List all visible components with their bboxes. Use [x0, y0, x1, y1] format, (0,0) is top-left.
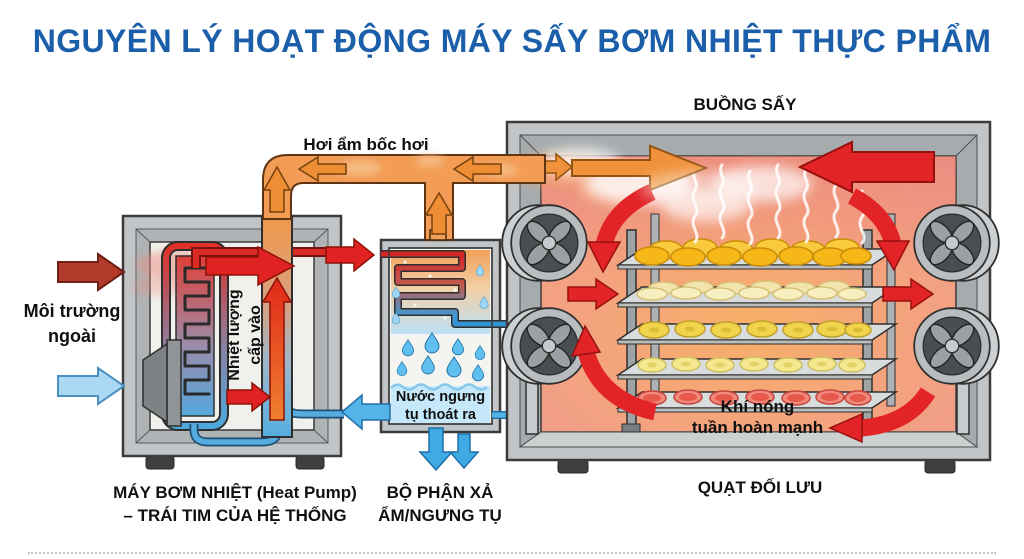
- condensate-down-arrow-2: [448, 433, 480, 470]
- curved-arrow-upper-left: [595, 184, 656, 248]
- tray-2: [615, 280, 899, 308]
- pipe-up-arrow-left: [262, 165, 292, 213]
- condensate-caption: BỘ PHẬN XẢ ẨM/NGƯNG TỤ: [378, 483, 502, 525]
- mid-right-arrow: [882, 277, 935, 311]
- chamber-arrows: [533, 140, 936, 444]
- hot-air-circulation-label: Khí nóng tuần hoàn mạnh: [691, 397, 824, 437]
- condensate-unit: [379, 238, 516, 434]
- mid-left-arrow: [567, 277, 620, 311]
- ambient-cool-arrow: [57, 366, 126, 406]
- drying-chamber-label: BUỒNG SẤY: [693, 95, 797, 114]
- curved-arrow-upper-right: [847, 188, 902, 247]
- condensate-down-arrow-1: [418, 427, 454, 472]
- heat-pump-caption: MÁY BƠM NHIỆT (Heat Pump) – TRÁI TIM CỦA…: [113, 483, 357, 525]
- condensate-water-label: Nước ngưng tụ thoát ra: [395, 389, 486, 423]
- curved-arrow-lower-left: [577, 349, 658, 421]
- pipe-left-arrow-2: [452, 155, 502, 183]
- pipe-body: [262, 154, 546, 241]
- condensate-water: [390, 383, 490, 423]
- compressor: [142, 339, 182, 427]
- condensate-left-arrow: [340, 393, 391, 431]
- curved-arrow-lower-right: [861, 387, 936, 437]
- heat-pump-foot: [295, 455, 325, 470]
- hp-to-condenser-arrow: [325, 237, 376, 273]
- convection-fan-right-bottom: [913, 307, 1000, 385]
- tray-3: [615, 320, 899, 345]
- heat-input-label: Nhiệt lượng cấp vào: [226, 289, 264, 381]
- tray-food-mango: [634, 238, 872, 267]
- tray-4: [615, 356, 899, 380]
- convection-fan-left-top: [501, 204, 588, 282]
- bottom-artifact-line: [28, 552, 996, 554]
- top-return-arrow: [797, 140, 935, 194]
- tray-food-pineapple-pale: [637, 356, 866, 373]
- tray-food-melon: [636, 280, 867, 301]
- connection-arrows: [57, 237, 480, 472]
- return-air-arrow: [226, 381, 272, 413]
- chamber-foot: [557, 459, 589, 474]
- evaporator-coil: [183, 266, 211, 396]
- heat-pump-foot: [145, 455, 175, 470]
- heat-pump-unit: [121, 214, 344, 470]
- condenser-coil: [381, 250, 514, 328]
- convection-fan-right-top: [913, 204, 1000, 282]
- pipe-up-arrow-branch: [424, 191, 454, 235]
- convection-fan-left-bottom: [501, 307, 588, 385]
- tray-food-pineapple: [638, 320, 872, 339]
- duct-up-arrow: [261, 276, 293, 421]
- page-title: NGUYÊN LÝ HOẠT ĐỘNG MÁY SẤY BƠM NHIỆT TH…: [32, 23, 992, 59]
- ambient-warm-arrow: [57, 252, 126, 292]
- convection-fan-caption: QUẠT ĐỐI LƯU: [697, 478, 823, 497]
- tray-1: [615, 238, 899, 270]
- moist-air-pipe: [262, 154, 546, 241]
- environment-label: Môi trường ngoài: [23, 301, 121, 346]
- drying-chamber: [501, 120, 1000, 474]
- pipe-left-arrow-1: [297, 155, 347, 183]
- chamber-foot: [924, 459, 956, 474]
- moist-air-label: Hơi ẩm bốc hơi: [303, 135, 429, 154]
- hot-air-right-arrow: [205, 245, 296, 287]
